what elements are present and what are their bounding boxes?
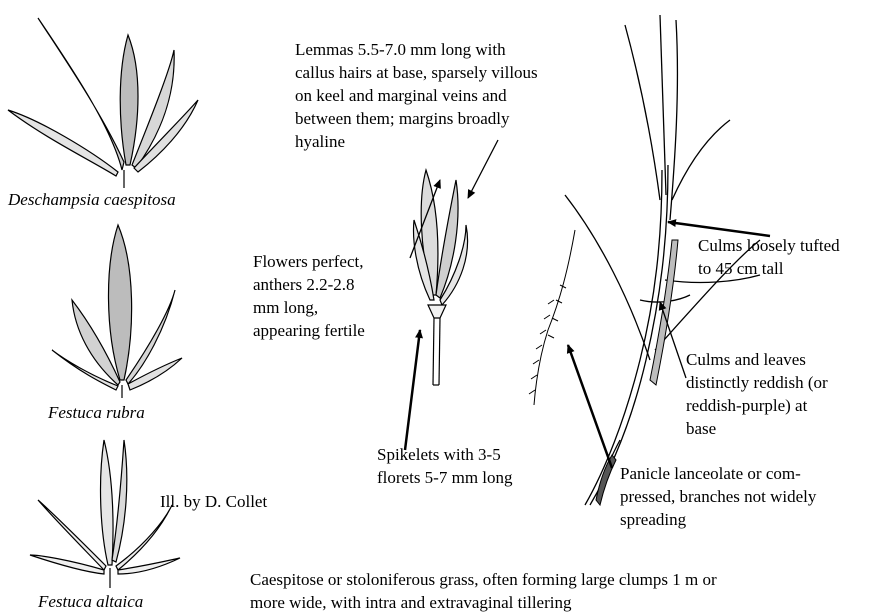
festuca-rubra-spikelet-drawing xyxy=(52,225,182,398)
central-spikelet-drawing xyxy=(414,170,468,385)
annotation-culms-tufted: Culms loosely tufted to 45 cm tall xyxy=(698,234,840,280)
annotation-habit: Caespitose or stoloniferous grass, often… xyxy=(250,568,717,614)
annotation-spikelets: Spikelets with 3-5 florets 5-7 mm long xyxy=(377,443,513,489)
annotation-lemmas: Lemmas 5.5-7.0 mm long with callus hairs… xyxy=(295,38,538,153)
caption-festuca-rubra: Festuca rubra xyxy=(48,403,145,423)
festuca-altaica-spikelet-drawing xyxy=(30,440,180,588)
annotation-flowers: Flowers perfect, anthers 2.2-2.8 mm long… xyxy=(253,250,365,342)
deschampsia-spikelet-drawing xyxy=(8,18,198,188)
annotation-panicle: Panicle lanceolate or com- pressed, bran… xyxy=(620,462,816,531)
arrow-panicle xyxy=(568,345,612,468)
illustrator-credit: Ill. by D. Collet xyxy=(160,490,267,513)
caption-deschampsia-caespitosa: Deschampsia caespitosa xyxy=(8,190,176,210)
annotation-culms-reddish: Culms and leaves distinctly reddish (or … xyxy=(686,348,828,440)
arrow-spikelets xyxy=(405,330,420,450)
caption-festuca-altaica: Festuca altaica xyxy=(38,592,143,612)
